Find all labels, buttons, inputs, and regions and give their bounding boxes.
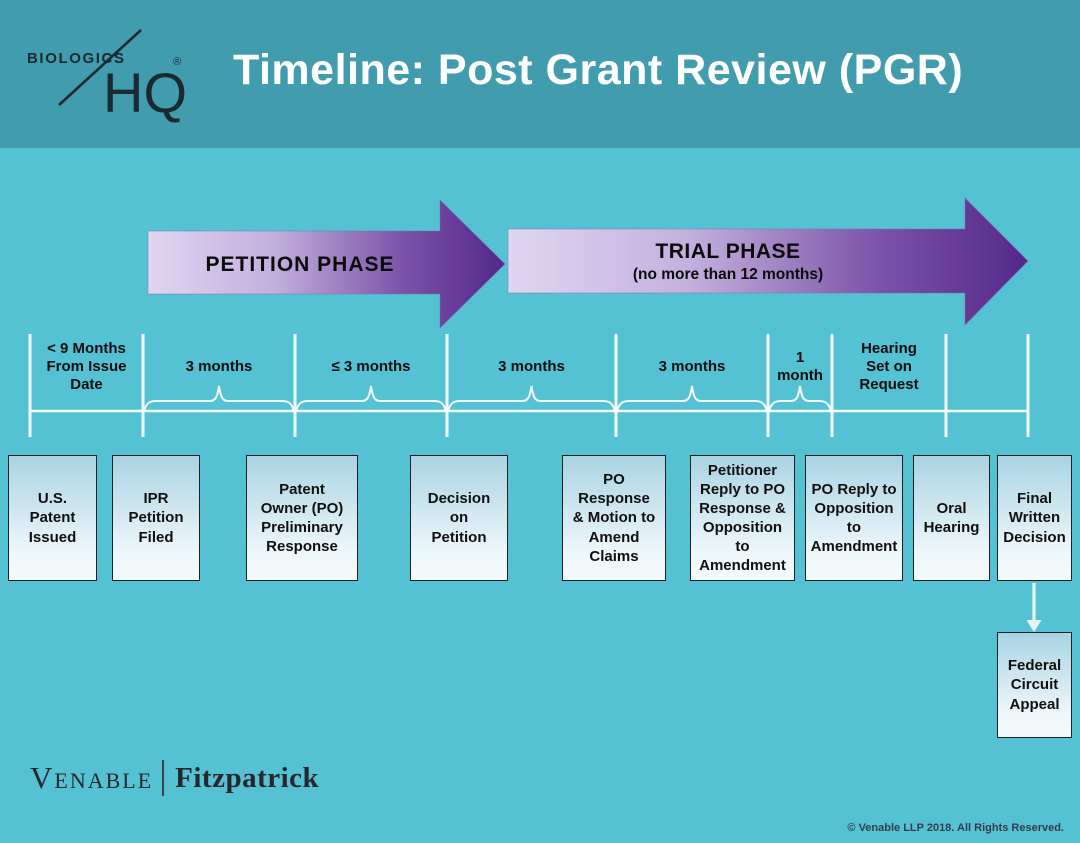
stage-box-po-preliminary-response: Patent Owner (PO) Preliminary Response bbox=[246, 455, 358, 581]
venable-fitzpatrick-logo: Venable Fitzpatrick bbox=[30, 760, 319, 796]
appeal-connector-head bbox=[1026, 620, 1042, 632]
stage-box-po-response-motion-to-amend: PO Response & Motion to Amend Claims bbox=[562, 455, 666, 581]
petition-phase-label: PETITION PHASE bbox=[205, 253, 394, 276]
stage-box-petitioner-reply-and-opposition: Petitioner Reply to PO Response & Opposi… bbox=[690, 455, 795, 581]
page-title: Timeline: Post Grant Review (PGR) bbox=[233, 46, 964, 94]
timeline-segment-label-3: ≤ 3 months bbox=[331, 357, 411, 375]
brand-fitzpatrick-text: Fitzpatrick bbox=[175, 761, 320, 794]
stage-box-federal-circuit-appeal: Federal Circuit Appeal bbox=[997, 632, 1072, 738]
timeline-segment-label-4: 3 months bbox=[498, 357, 565, 375]
stage-box-po-reply-to-opposition: PO Reply to Opposition to Amendment bbox=[805, 455, 903, 581]
petition-phase-arrow-shape bbox=[147, 198, 506, 330]
trial-phase-arrow: TRIAL PHASE (no more than 12 months) bbox=[507, 196, 1029, 327]
timeline-segment-label-2: 3 months bbox=[185, 357, 253, 375]
stage-box-ipr-petition-filed: IPR Petition Filed bbox=[112, 455, 200, 581]
stage-box-oral-hearing: Oral Hearing bbox=[913, 455, 990, 581]
timeline-segment-label-1: < 9 Months From Issue Date bbox=[46, 339, 127, 394]
timeline-segment-label-5: 3 months bbox=[658, 357, 726, 375]
trial-phase-arrow-shape bbox=[507, 196, 1029, 327]
stage-box-us-patent-issued: U.S. Patent Issued bbox=[8, 455, 97, 581]
stage-box-final-written-decision: Final Written Decision bbox=[997, 455, 1072, 581]
brand-venable-text: Venable bbox=[30, 760, 154, 795]
timeline-segment-label-6: 1 month bbox=[777, 348, 823, 384]
logo-hq-text: HQ bbox=[103, 61, 187, 124]
petition-phase-arrow: PETITION PHASE bbox=[147, 198, 506, 330]
copyright-notice: © Venable LLP 2018. All Rights Reserved. bbox=[847, 822, 1064, 834]
trial-phase-sublabel: (no more than 12 months) bbox=[633, 266, 823, 283]
timeline-segment-label-7: Hearing Set on Request bbox=[859, 339, 919, 394]
header-bar: BIOLOGICS HQ ® Timeline: Post Grant Revi… bbox=[0, 0, 1080, 148]
appeal-connector-arrow bbox=[1026, 583, 1042, 632]
logo-slash bbox=[58, 29, 142, 106]
logo-biologics-text: BIOLOGICS bbox=[27, 50, 126, 67]
brand-divider bbox=[162, 760, 165, 796]
stage-box-decision-on-petition: Decision on Petition bbox=[410, 455, 508, 581]
logo-registered-mark: ® bbox=[173, 56, 181, 68]
trial-phase-label: TRIAL PHASE bbox=[655, 240, 800, 263]
biologicshq-logo: BIOLOGICS HQ ® bbox=[27, 29, 187, 124]
